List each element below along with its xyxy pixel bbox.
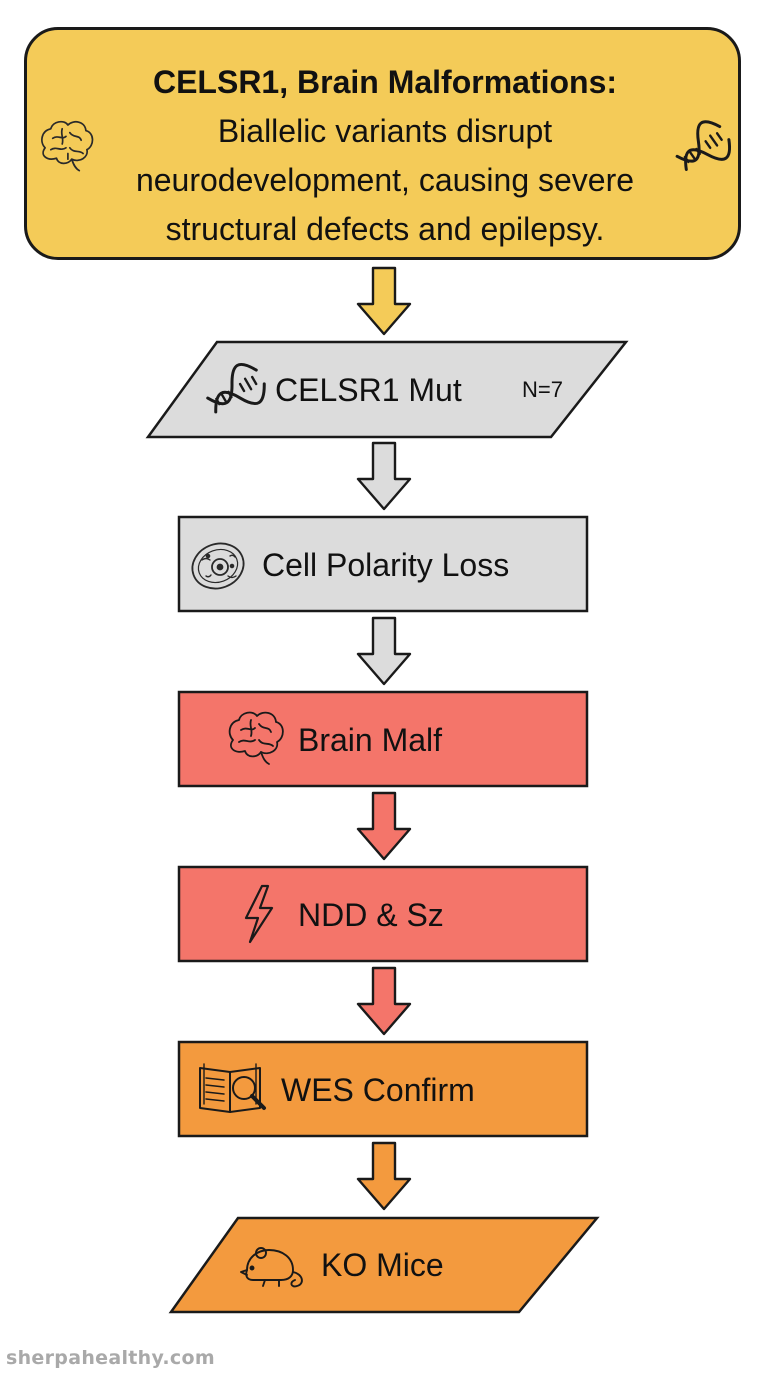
node-ko-mice-shape [168,1216,600,1314]
arrow-ndd-to-wes [356,966,412,1036]
brain-icon [41,120,94,172]
node-celsr1-mut-badge: N=7 [522,377,563,402]
dna-icon [675,120,732,171]
node-celsr1-mut-label: CELSR1 Mut [275,372,462,408]
node-celsr1-mut-shape [145,340,629,439]
dna-icon [206,362,266,414]
arrow-wes-to-mice [356,1141,412,1211]
cell-icon [191,542,245,590]
node-ko-mice-label: KO Mice [321,1247,444,1283]
arrow-header-to-mut [356,266,412,336]
node-ndd-sz-label: NDD & Sz [298,897,444,933]
node-cell-polarity-loss-label: Cell Polarity Loss [262,547,510,583]
node-brain-malf-shape [177,690,589,788]
header-card [24,27,741,260]
book-magnifier-icon [199,1063,266,1113]
header-text: CELSR1, Brain Malformations: Biallelic v… [80,58,690,254]
node-ndd-sz-shape [177,865,589,963]
node-brain-malf-label: Brain Malf [298,722,443,758]
lightning-icon [244,884,274,944]
arrow-polarity-to-brain [356,616,412,686]
header-title: CELSR1, Brain Malformations: [152,64,618,100]
header-body: Biallelic variants disrupt neurodevelopm… [135,113,635,247]
node-cell-polarity-loss-shape [177,515,589,613]
brain-icon [228,711,284,765]
connector-arrows [356,266,412,1211]
arrow-brain-to-ndd [356,791,412,861]
watermark: sherpahealthy.com [6,1347,215,1369]
node-wes-confirm-shape [177,1040,589,1138]
node-wes-confirm-label: WES Confirm [281,1072,475,1108]
mouse-icon [240,1247,303,1288]
arrow-mut-to-polarity [356,441,412,511]
